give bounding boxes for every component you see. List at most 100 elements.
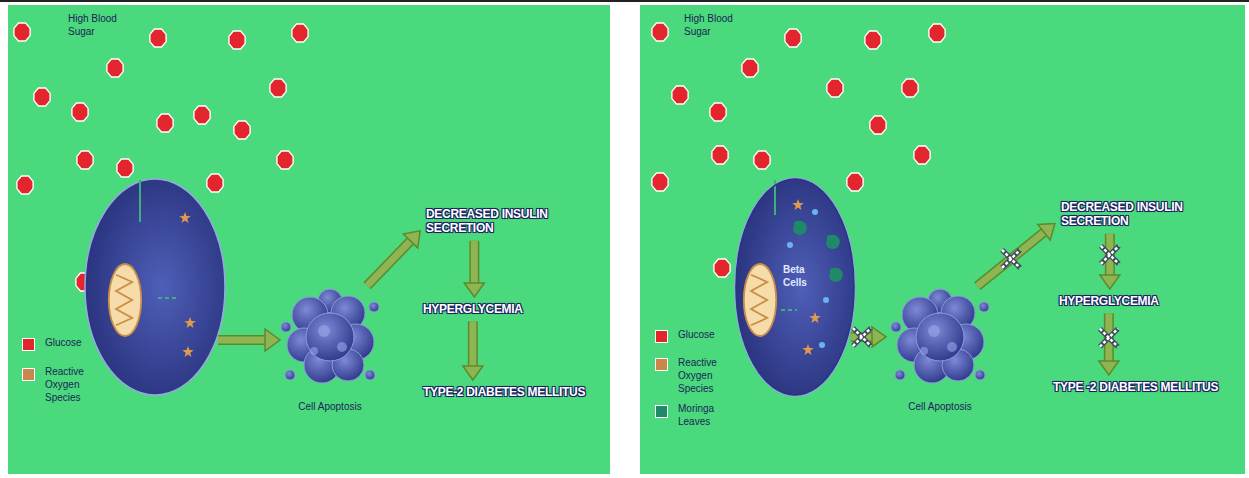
arrow-head: [1100, 275, 1120, 289]
arrow-shaft: [977, 232, 1044, 286]
cell-label: Beta Cells: [783, 264, 829, 289]
flow-arrow: [464, 241, 484, 297]
ros-star: [809, 312, 821, 323]
glucose: [277, 151, 293, 169]
legend-swatch: [655, 405, 668, 418]
legend-swatch: [655, 330, 668, 343]
block-cross: [1002, 250, 1020, 268]
outcome-text-node: TYPE -2 DIABETES MELLITUS: [1050, 378, 1221, 396]
legend-text: Glucose: [45, 336, 105, 349]
glucose: [742, 59, 758, 77]
arrow-shaft: [218, 335, 267, 345]
arrow-head: [1099, 361, 1119, 375]
arrow-head: [403, 231, 420, 248]
block-cross: [853, 328, 871, 346]
legend-text: Moringa Leaves: [678, 402, 738, 428]
glucose: [14, 23, 30, 41]
panel-note: High Blood Sugar: [68, 12, 124, 38]
arrow-head: [265, 329, 280, 351]
glucose: [754, 151, 770, 169]
glucose: [107, 59, 123, 77]
block-cross: [853, 328, 871, 346]
mitochondrion: [744, 264, 776, 336]
moringa-leaf: [829, 268, 843, 282]
apoptotic-cell: [891, 289, 989, 383]
glucose: [157, 114, 173, 132]
glucose: [270, 79, 286, 97]
block-cross: [1100, 329, 1118, 347]
flow-arrow: [367, 231, 420, 286]
block-cross: [1100, 329, 1118, 347]
outcome-label: HYPERGLYCEMIA: [1059, 294, 1159, 308]
glucose: [902, 79, 918, 97]
glucose: [712, 146, 728, 164]
flow-arrow: [1099, 313, 1119, 375]
cell-marker: [158, 297, 178, 299]
block-arrow: [218, 329, 280, 351]
panel-ground: [8, 5, 610, 474]
glucose: [234, 121, 250, 139]
glucose: [17, 176, 33, 194]
outcome-label: DECREASED INSULIN SECRETION: [426, 207, 580, 236]
ros-star: [179, 212, 191, 223]
outcome-label: TYPE-2 DIABETES MELLITUS: [423, 385, 585, 399]
outcome-label: HYPERGLYCEMIA: [423, 302, 523, 316]
glucose: [785, 29, 801, 47]
stage-label: Cell Apoptosis: [908, 400, 971, 413]
glucose: [827, 79, 843, 97]
outcome-label: DECREASED INSULIN SECRETION: [1061, 200, 1215, 229]
panel-ground: [640, 5, 1245, 474]
outcome-text-node: DECREASED INSULIN SECRETION: [1058, 198, 1218, 231]
glucose: [710, 103, 726, 121]
glucose: [207, 174, 223, 192]
glucose: [652, 173, 668, 191]
glucose: [929, 24, 945, 42]
ros-star: [792, 199, 804, 210]
legend-swatch: [22, 368, 35, 381]
beta-cell-left: [85, 179, 225, 395]
block-cross: [1101, 246, 1119, 264]
flow-arrow: [977, 223, 1055, 286]
block-cross: [1100, 329, 1118, 347]
glucose: [847, 173, 863, 191]
arrow-shaft: [367, 240, 411, 286]
apoptosis-node: Cell Apoptosis: [280, 288, 380, 413]
outcome-text-node: HYPERGLYCEMIA: [420, 300, 526, 318]
legend-text: Reactive Oxygen Species: [45, 365, 105, 404]
mitochondrion: [109, 264, 141, 336]
beta-cell: [735, 178, 855, 396]
glucose: [150, 29, 166, 47]
outcome-text-node: TYPE-2 DIABETES MELLITUS: [420, 383, 588, 401]
ros-star: [802, 344, 814, 355]
beta-cell-node: Beta Cells: [735, 178, 855, 396]
legend-text: Reactive Oxygen Species: [678, 356, 738, 395]
beta-cell-right: [735, 178, 855, 396]
beta-cell: [85, 179, 225, 395]
glucose: [72, 103, 88, 121]
glucose: [77, 151, 93, 169]
outcome-text-node: DECREASED INSULIN SECRETION: [423, 205, 583, 238]
block-cross: [1100, 329, 1118, 347]
block-cross: [853, 328, 871, 346]
arrow-shaft: [218, 337, 267, 344]
flow-arrow: [1100, 234, 1120, 289]
block-cross: [1101, 246, 1119, 264]
glucose: [714, 259, 730, 277]
arrow-shaft: [468, 321, 478, 367]
arrow-shaft: [469, 241, 479, 284]
ros-star: [182, 346, 194, 357]
flow-arrow: [463, 321, 483, 380]
block-cross: [1002, 250, 1020, 268]
outcome-label: TYPE -2 DIABETES MELLITUS: [1053, 380, 1218, 394]
apoptotic-cell: [281, 289, 379, 383]
glucose: [194, 106, 210, 124]
glucose: [870, 116, 886, 134]
block-cross: [1101, 246, 1119, 264]
block-cross: [853, 328, 871, 346]
panel-note: High Blood Sugar: [684, 12, 740, 38]
moringa-leaf: [793, 221, 807, 235]
arrow-head: [872, 327, 886, 347]
